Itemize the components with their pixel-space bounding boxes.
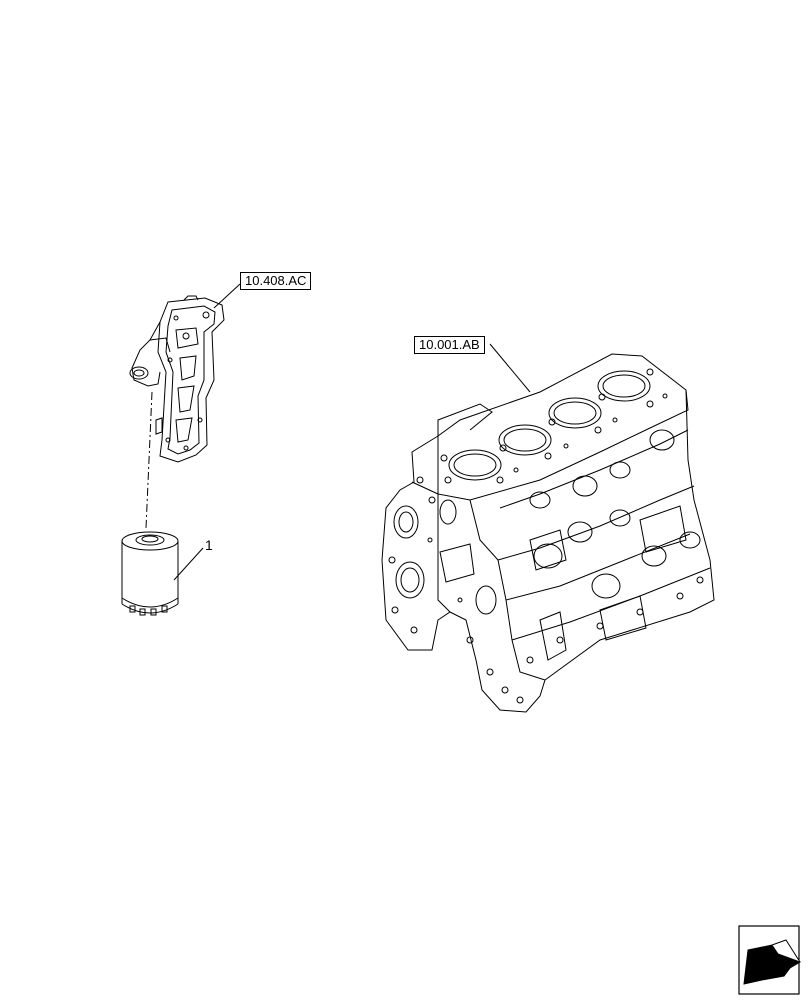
assembly-axis-line	[145, 391, 153, 529]
oil-filter-head-drawing	[129, 295, 225, 463]
engine-block-drawing	[381, 353, 715, 713]
item-callout-number: 1	[205, 537, 213, 553]
next-page-button[interactable]	[738, 925, 800, 995]
leader-10001ab	[489, 343, 531, 393]
reference-label-10001ab[interactable]: 10.001.AB	[414, 336, 485, 354]
leader-10408ac	[213, 283, 241, 309]
next-page-icon-graphic	[738, 925, 802, 995]
oil-filter-drawing	[121, 531, 179, 616]
reference-label-10408ac[interactable]: 10.408.AC	[240, 272, 312, 290]
callout-leader-1	[173, 547, 204, 581]
